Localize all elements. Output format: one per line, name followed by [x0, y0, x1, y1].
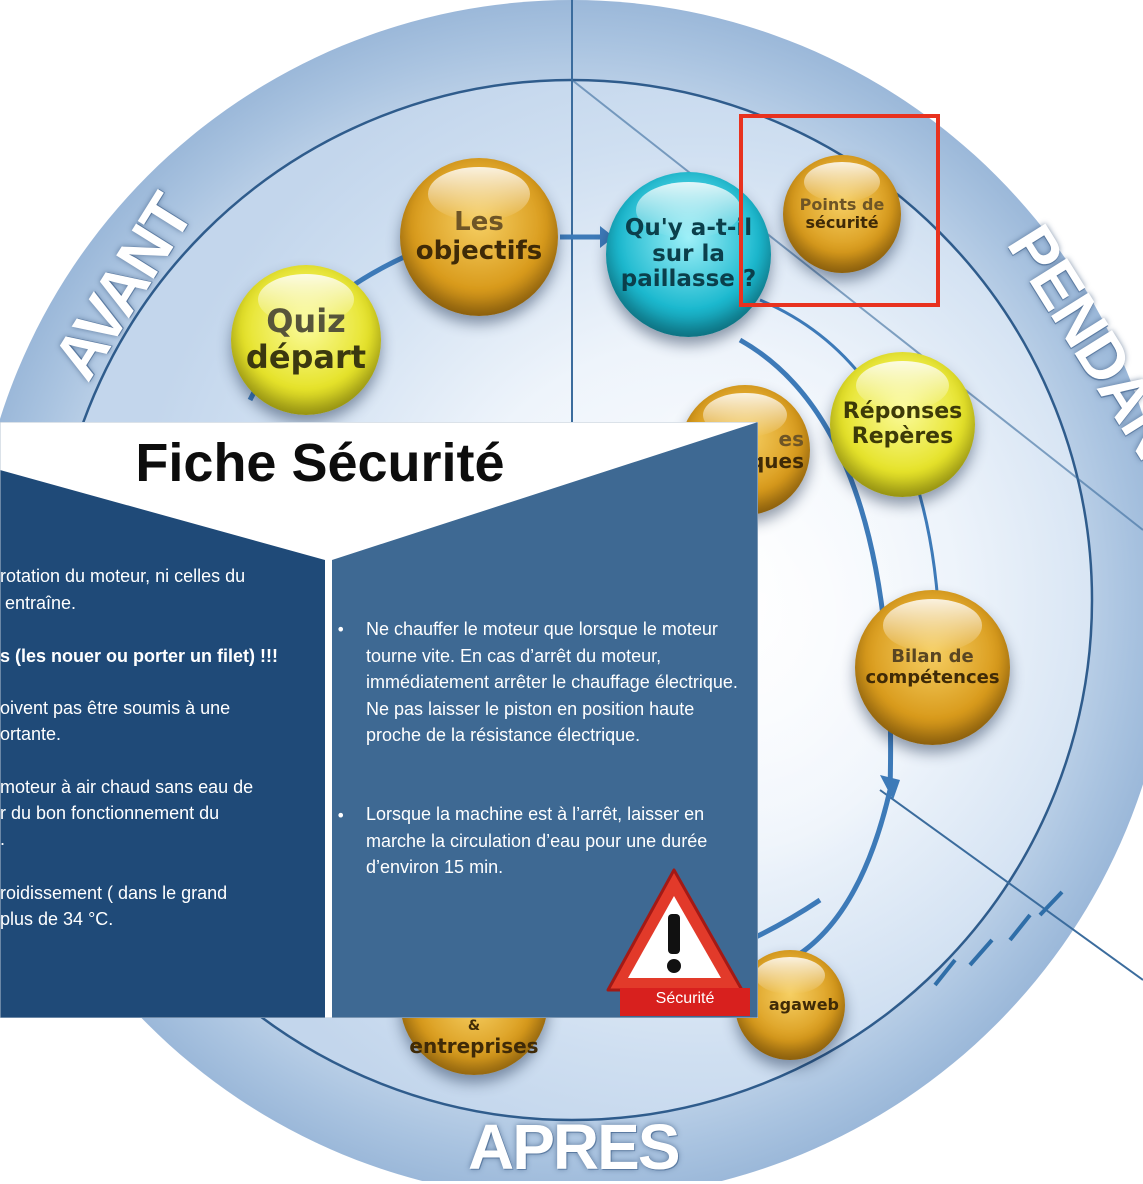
- objectives-line-2: objectifs: [415, 236, 543, 266]
- diagonal-divider-low: [879, 789, 1143, 981]
- partial-line-1: es: [778, 426, 804, 451]
- right-bullet-2: Lorsque la machine est à l’arrêt, laisse…: [366, 804, 708, 877]
- answers-landmarks-button[interactable]: Réponses Repères: [830, 352, 975, 497]
- left-text-7: r du bon fonctionnement du: [0, 803, 220, 823]
- bench-contents-button[interactable]: Qu'y a-t-il sur la paillasse ?: [606, 172, 771, 337]
- safety-line-2: sécurité: [805, 213, 879, 232]
- objectives-line-1: Les: [454, 206, 504, 237]
- popup-background: [0, 422, 758, 1018]
- quiz-line-2: départ: [245, 338, 367, 376]
- warning-icon: Sécurité: [606, 866, 751, 1016]
- quiz-depart-button[interactable]: Quiz départ: [231, 265, 381, 415]
- companies-line-2: entreprises: [409, 1033, 539, 1058]
- left-text-5: ortante.: [0, 724, 62, 744]
- left-text-2: entraîne.: [0, 593, 77, 613]
- left-text-1: rotation du moteur, ni celles du: [0, 566, 246, 586]
- safety-line-1: Points de: [799, 195, 885, 215]
- right-bullet-1: Ne chauffer le moteur que lorsque le mot…: [366, 619, 738, 745]
- answers-line-2: Repères: [851, 423, 954, 449]
- companies-line-1: &: [467, 1017, 481, 1034]
- bullet-2: •: [336, 806, 346, 825]
- bench-line-2: sur la: [652, 240, 725, 267]
- web-line-1: agaweb: [768, 995, 839, 1015]
- left-text-8: .: [0, 829, 6, 849]
- popup-title: Fiche Sécurité: [135, 433, 505, 493]
- answers-line-1: Réponses: [842, 398, 963, 424]
- highlight-box: [739, 114, 940, 307]
- security-sheet-popup[interactable]: [0, 422, 758, 1018]
- skills-line-1: Bilan de: [891, 646, 974, 668]
- bench-line-3: paillasse ?: [620, 266, 757, 293]
- skills-review-button[interactable]: Bilan de compétences: [855, 590, 1010, 745]
- left-text-3: s (les nouer ou porter un filet) !!!: [0, 646, 278, 666]
- bench-line-1: Qu'y a-t-il: [624, 214, 753, 241]
- partial-line-2: ques: [749, 449, 804, 473]
- left-text-4: oivent pas être soumis à une: [0, 698, 231, 718]
- safety-points-button[interactable]: Points de sécurité: [783, 155, 901, 273]
- bullet-1: •: [336, 620, 346, 639]
- phase-label-apres: APRES: [468, 1111, 680, 1183]
- left-text-9: roidissement ( dans le grand: [0, 883, 228, 903]
- quiz-line-1: Quiz: [266, 302, 346, 341]
- left-text-6: moteur à air chaud sans eau de: [0, 777, 254, 797]
- warning-label: Sécurité: [655, 990, 715, 1007]
- left-text-10: plus de 34 °C.: [0, 909, 114, 929]
- objectives-button[interactable]: Les objectifs: [400, 158, 558, 316]
- skills-line-2: compétences: [865, 666, 1000, 688]
